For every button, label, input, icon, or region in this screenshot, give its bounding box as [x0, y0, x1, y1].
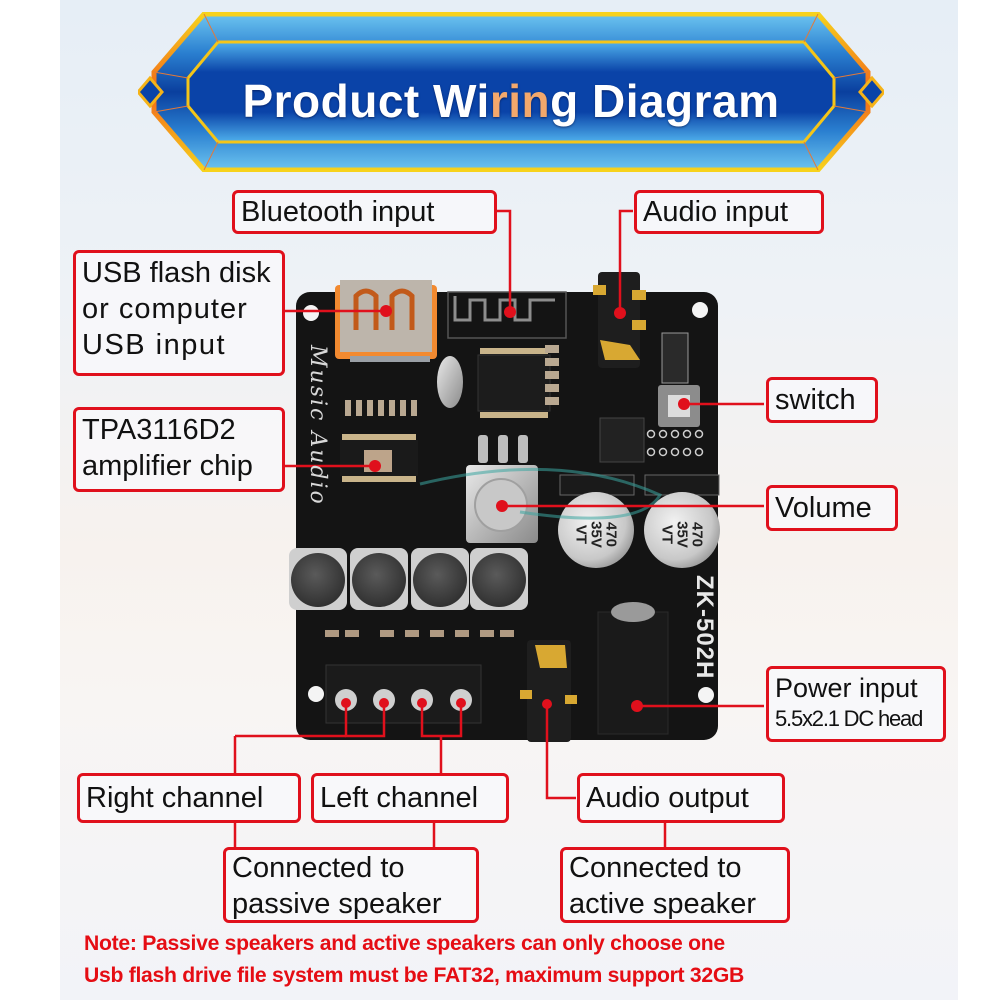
- banner-frame: [138, 12, 884, 172]
- callout-usb-input: USB flash disk or computer USB input: [73, 250, 285, 376]
- callout-bluetooth-input: Bluetooth input: [232, 190, 497, 234]
- crystal: [437, 356, 463, 408]
- speaker-terminal-block: [325, 664, 482, 724]
- left-diamond-ornament: [138, 75, 164, 109]
- callout-amplifier-chip: TPA3116D2 amplifier chip: [73, 407, 285, 492]
- bluetooth-antenna: [453, 296, 555, 322]
- callout-right-channel: Right channel: [77, 773, 301, 823]
- inductor: [350, 548, 408, 610]
- callout-audio-input: Audio input: [634, 190, 824, 234]
- callout-audio-output: Audio output: [577, 773, 785, 823]
- title-highlight: rin: [489, 75, 551, 127]
- callout-power-input: Power input 5.5x2.1 DC head: [766, 666, 946, 742]
- dc-power-jack: [597, 602, 669, 735]
- leader-dots: [341, 305, 690, 712]
- mount-hole: [308, 686, 324, 702]
- inductor: [289, 548, 347, 610]
- leader-right-terminals: [344, 700, 386, 738]
- usb-port: [335, 280, 437, 362]
- note-fat32: Usb flash drive file system must be FAT3…: [84, 963, 745, 987]
- right-diamond-ornament: [858, 75, 884, 109]
- inductor: [470, 548, 528, 610]
- title-banner: Product Wiring Diagram: [138, 12, 884, 172]
- callout-passive-speaker: Connected to passive speaker: [223, 847, 479, 923]
- leader-bluetooth: [496, 209, 512, 312]
- leader-lines: [233, 209, 764, 848]
- board-model-label: ZK-502H: [691, 575, 718, 680]
- amplifier-chip: [340, 434, 418, 482]
- title-suffix: g Diagram: [550, 75, 780, 127]
- callout-left-channel: Left channel: [311, 773, 509, 823]
- header-holes: [646, 429, 704, 457]
- callout-switch: switch: [766, 377, 878, 423]
- audio-output-jack: [520, 640, 577, 742]
- capacitor: [644, 474, 720, 568]
- watermark-swoosh: [419, 467, 663, 520]
- mount-hole: [692, 302, 708, 318]
- audio-input-jack: [593, 272, 646, 368]
- inductor: [411, 548, 469, 610]
- page-title: Product Wiring Diagram: [138, 74, 884, 128]
- mount-hole: [698, 687, 714, 703]
- callout-volume: Volume: [766, 485, 898, 531]
- title-prefix: Product Wi: [242, 75, 490, 127]
- note-speaker-choice: Note: Passive speakers and active speake…: [84, 931, 725, 955]
- board-brand-script: Music Audio: [305, 345, 330, 506]
- leader-audio-input: [618, 209, 633, 313]
- callout-active-speaker: Connected to active speaker: [560, 847, 790, 923]
- mount-hole: [303, 305, 319, 321]
- leader-audio-output: [545, 704, 576, 800]
